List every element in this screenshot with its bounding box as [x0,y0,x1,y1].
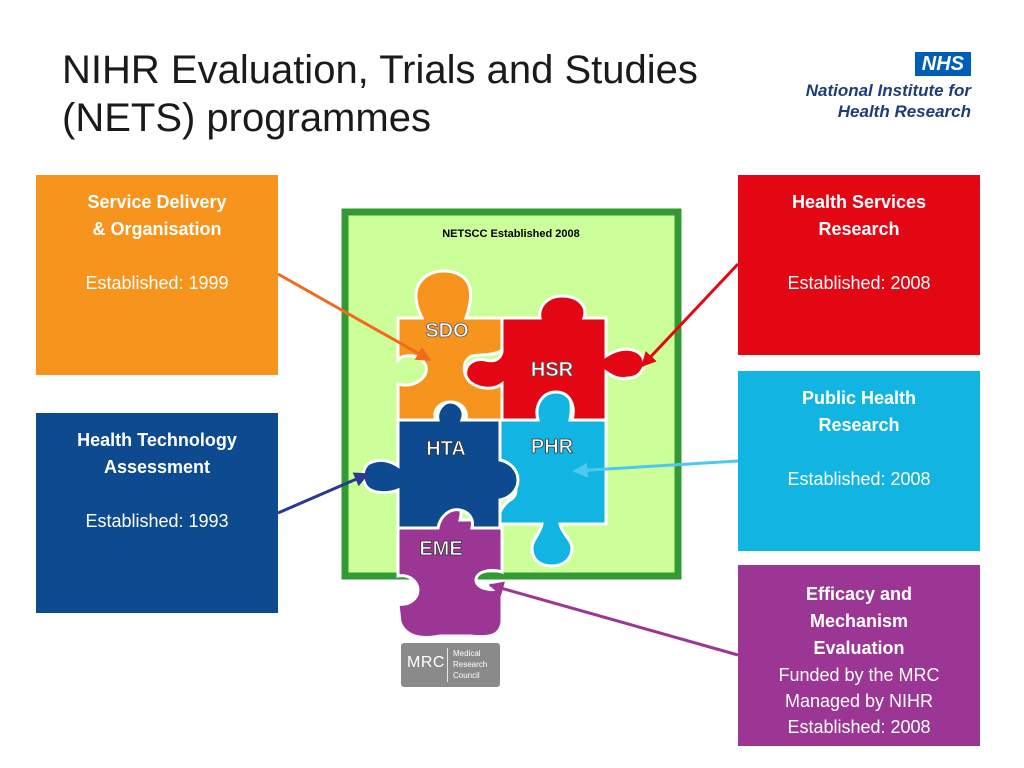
hsr-box-established: Established: 2008 [787,273,931,293]
hta-box-heading-1: Health Technology [77,430,237,450]
eme-box-established: Established: 2008 [787,717,931,737]
phr-arrow [572,459,739,478]
mrc-logo-name: Medical Research Council [453,648,487,681]
hta-piece-label: HTA [426,438,466,460]
title-line-2: (NETS) programmes [62,96,431,140]
eme-box-funded: Funded by the MRC [778,665,940,685]
hta-box-heading-2: Assessment [103,457,211,477]
hsr-arrow [640,262,740,368]
sdo-box-heading-1: Service Delivery [87,192,227,212]
hsr-info-box: Health Services Research Established: 20… [738,175,980,355]
phr-box-established: Established: 2008 [787,469,931,489]
hsr-box-heading-1: Health Services [791,192,927,212]
hsr-piece-label: HSR [531,359,574,381]
hta-info-box: Health Technology Assessment Established… [36,413,278,613]
phr-piece-label: PHR [531,436,574,458]
phr-info-box: Public Health Research Established: 2008 [738,371,980,551]
mrc-logo-line-1: Medical [453,649,481,658]
nihr-logo: NHS National Institute for Health Resear… [780,52,975,132]
netscc-label: NETSCC Established 2008 [442,228,580,240]
hsr-box-heading-2: Research [818,219,900,239]
mrc-logo-line-2: Research [453,660,488,669]
mrc-logo-divider [447,648,448,682]
hta-box-established: Established: 1993 [85,511,229,531]
hsr-piece [464,294,646,422]
eme-box-heading-1: Efficacy and [805,584,913,604]
phr-box-heading-1: Public Health [801,388,917,408]
mrc-logo-abbr: MRC [407,654,445,671]
sdo-box-established: Established: 1999 [85,273,229,293]
eme-box-managed: Managed by NIHR [784,691,934,711]
eme-piece-label: EME [419,538,462,560]
page-title: NIHR Evaluation, Trials and Studies (NET… [62,46,782,142]
mrc-logo: MRC Medical Research Council [401,643,500,687]
hta-piece [361,400,520,530]
eme-box-heading-2: Mechanism [809,611,909,631]
nhs-badge: NHS [914,52,971,76]
sdo-info-box: Service Delivery & Organisation Establis… [36,175,278,375]
hta-arrow [277,472,370,515]
sdo-arrow [277,272,432,362]
sdo-piece-label: SDO [425,320,468,342]
nihr-logo-text: National Institute for Health Research [806,80,971,122]
nihr-logo-line-1: National Institute for [805,81,971,100]
sdo-piece [396,269,504,422]
title-line-1: NIHR Evaluation, Trials and Studies [62,48,698,92]
nihr-logo-line-2: Health Research [837,102,971,121]
mrc-logo-line-3: Council [453,671,480,680]
phr-box-heading-2: Research [818,415,900,435]
eme-box-heading-3: Evaluation [813,638,905,658]
sdo-box-heading-2: & Organisation [92,219,222,239]
eme-arrow [488,581,739,657]
eme-info-box: Efficacy and Mechanism Evaluation Funded… [738,565,980,746]
